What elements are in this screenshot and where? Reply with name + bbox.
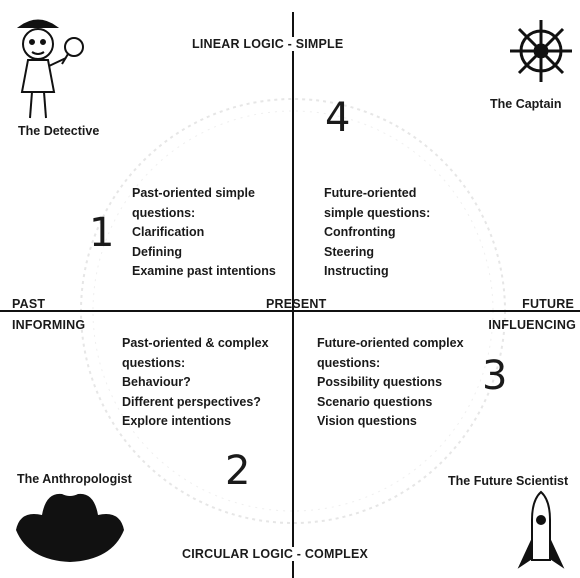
quadrant-1-number: 1 bbox=[89, 210, 115, 256]
axis-label-future: FUTURE bbox=[522, 297, 574, 311]
quadrant-1-item: Examine past intentions bbox=[132, 264, 276, 279]
hat-icon bbox=[16, 493, 124, 562]
persona-detective: The Detective bbox=[18, 124, 100, 138]
quadrant-1-item: Clarification bbox=[132, 225, 205, 240]
quadrant-4-heading: Future-oriented simple questions: bbox=[324, 186, 431, 220]
quadrant-3-text: Future-oriented complex questions: Possi… bbox=[317, 334, 477, 432]
axis-label-influencing: INFLUENCING bbox=[488, 318, 576, 332]
detective-icon bbox=[16, 19, 84, 119]
quadrant-1-heading: Past-oriented simple questions: bbox=[132, 186, 255, 220]
quadrant-2-number: 2 bbox=[225, 448, 251, 494]
quadrant-2-heading: Past-oriented & complex questions: bbox=[122, 336, 269, 370]
axis-label-bottom: CIRCULAR LOGIC - COMPLEX bbox=[180, 547, 371, 561]
quadrant-3-heading: Future-oriented complex questions: bbox=[317, 336, 464, 370]
persona-anthropologist: The Anthropologist bbox=[17, 472, 132, 486]
axis-label-top: LINEAR LOGIC - SIMPLE bbox=[190, 37, 346, 51]
axis-label-past: PAST bbox=[12, 297, 46, 311]
quadrant-4-item: Steering bbox=[324, 244, 375, 259]
persona-captain: The Captain bbox=[490, 97, 562, 111]
persona-future-scientist: The Future Scientist bbox=[448, 474, 569, 488]
quadrant-4-text: Future-oriented simple questions: Confro… bbox=[324, 184, 454, 282]
quadrant-2-item: Explore intentions bbox=[122, 414, 232, 429]
axis-label-informing: INFORMING bbox=[12, 318, 86, 332]
quadrant-1-item: Defining bbox=[132, 244, 182, 259]
quadrant-3-number: 3 bbox=[482, 353, 508, 399]
quadrant-2-text: Past-oriented & complex questions: Behav… bbox=[122, 334, 287, 432]
quadrant-1-text: Past-oriented simple questions: Clarific… bbox=[132, 184, 292, 282]
axis-label-present: PRESENT bbox=[266, 297, 327, 311]
quadrant-3-item: Possibility questions bbox=[317, 375, 443, 390]
quadrant-4-item: Instructing bbox=[324, 264, 389, 279]
quadrant-3-item: Scenario questions bbox=[317, 394, 433, 409]
quadrant-4-item: Confronting bbox=[324, 225, 396, 240]
quadrant-4-number: 4 bbox=[325, 95, 351, 141]
rocket-icon bbox=[517, 490, 565, 569]
quadrant-2-item: Behaviour? bbox=[122, 375, 191, 390]
ship-wheel-icon bbox=[510, 20, 572, 82]
quadrant-2-item: Different perspectives? bbox=[122, 394, 261, 409]
quadrant-3-item: Vision questions bbox=[317, 414, 417, 429]
